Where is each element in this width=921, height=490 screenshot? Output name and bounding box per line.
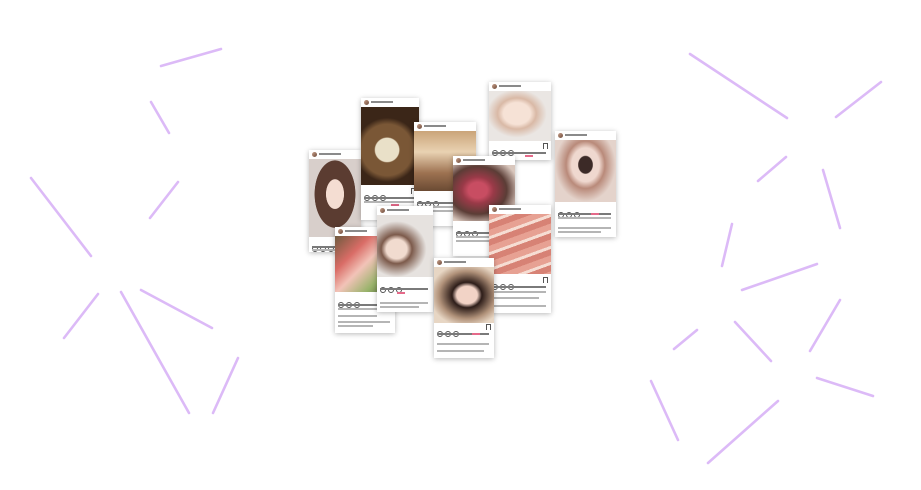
instagram-post-card [377,206,433,312]
deco-line [211,356,240,415]
deco-line [119,290,191,415]
deco-line [139,288,214,330]
instagram-post-card [489,82,551,160]
avatar [380,208,385,213]
post-photo [361,107,419,185]
deco-line [62,292,100,340]
deco-line [808,298,842,353]
instagram-post-card [555,131,616,237]
avatar [312,152,317,157]
avatar [558,133,563,138]
deco-line [733,320,773,363]
post-photo [434,267,494,323]
avatar [492,84,497,89]
deco-line [29,176,93,258]
instagram-post-card [434,258,494,358]
comment-icon [388,287,394,293]
deco-line [821,168,842,230]
post-photo [377,215,433,277]
deco-line [159,47,223,68]
post-photo [489,91,551,141]
deco-line [649,379,680,442]
deco-line [740,262,819,292]
deco-line [148,180,180,220]
bookmark-icon [543,143,548,149]
bookmark-icon [543,277,548,283]
deco-line [720,222,734,268]
avatar [417,124,422,129]
instagram-post-card [361,98,419,220]
avatar [364,100,369,105]
deco-line [706,399,780,465]
post-photo [489,214,551,274]
avatar [456,158,461,163]
bookmark-icon [486,324,491,330]
instagram-post-card [489,205,551,313]
avatar [437,260,442,265]
deco-line [149,100,171,135]
avatar [492,207,497,212]
deco-line [756,155,788,183]
avatar [338,229,343,234]
post-photo [555,140,616,202]
deco-line [672,328,699,351]
deco-line [834,80,883,119]
deco-line [815,376,875,398]
post-photo [309,159,361,237]
heart-icon [380,287,386,293]
deco-line [688,52,789,120]
